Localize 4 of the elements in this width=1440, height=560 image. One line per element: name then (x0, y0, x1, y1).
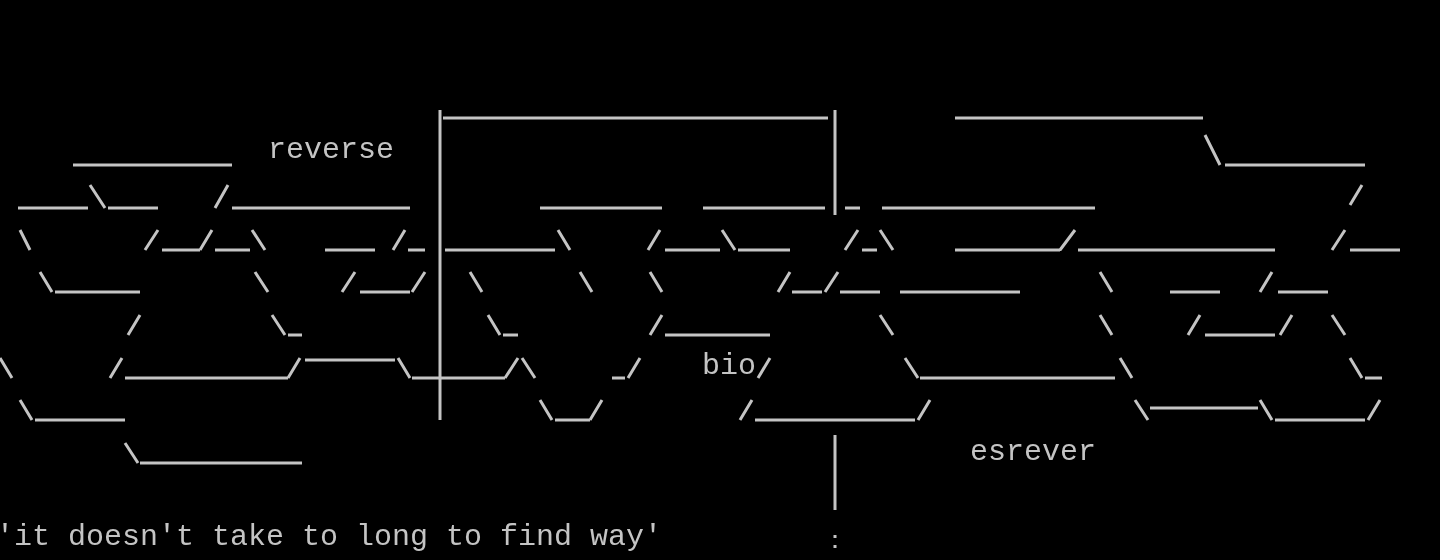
art-label: esrever (970, 435, 1097, 469)
art-label: reverse (268, 133, 395, 167)
quote-text: 'it doesn't take to long to find way' (0, 520, 663, 554)
art-label: bio (702, 349, 756, 383)
